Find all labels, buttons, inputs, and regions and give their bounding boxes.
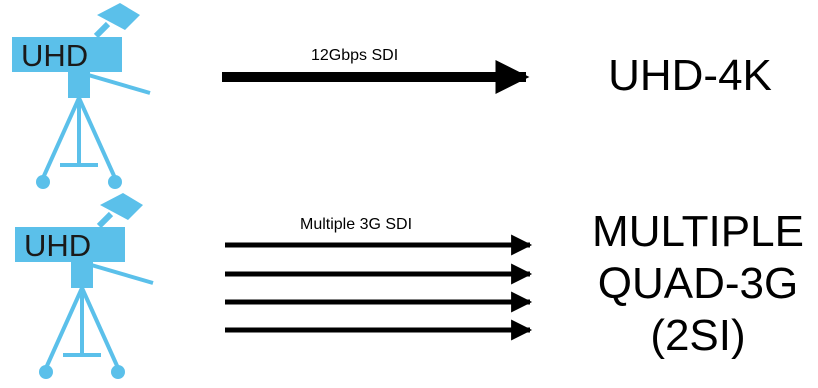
camera-top-icon: UHD bbox=[12, 3, 151, 189]
output-uhd-4k: UHD-4K bbox=[608, 51, 772, 100]
output-line-quad-3g: QUAD-3G bbox=[597, 259, 799, 308]
camera-bottom-icon: UHD bbox=[15, 193, 154, 379]
camera-bottom-label: UHD bbox=[24, 228, 91, 263]
output-multiple-quad-3g: MULTIPLE QUAD-3G (2SI) bbox=[578, 206, 818, 362]
link-bottom-label: Multiple 3G SDI bbox=[300, 216, 412, 233]
output-line-multiple: MULTIPLE bbox=[592, 207, 804, 256]
output-line-2si: (2SI) bbox=[650, 311, 746, 360]
camera-top-label: UHD bbox=[21, 38, 88, 73]
link-top-label: 12Gbps SDI bbox=[311, 47, 398, 64]
